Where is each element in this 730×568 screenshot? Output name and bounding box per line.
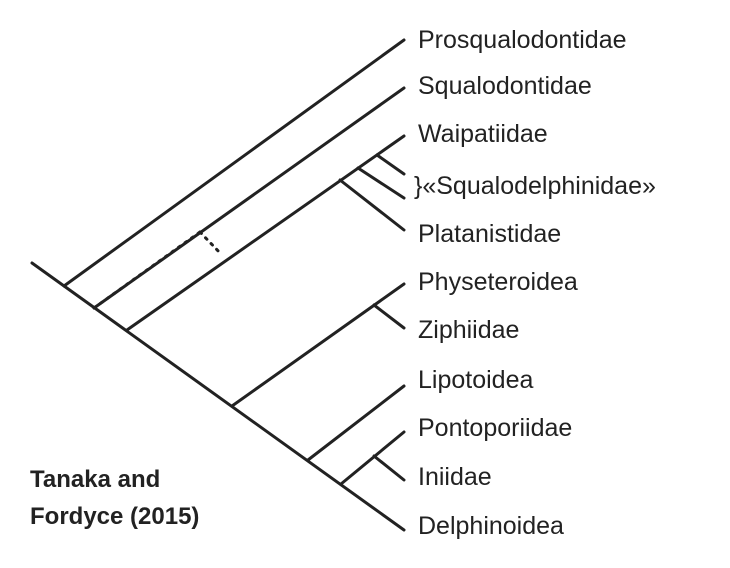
- branch-lipotoidea: [306, 384, 406, 462]
- branch-platanistidae: [338, 178, 406, 232]
- branch-physeteroidea: [230, 282, 406, 408]
- branch-platanistoid-stem: [125, 134, 406, 332]
- branch-squalodelphinid-b: [375, 153, 406, 176]
- dotted-uncertain-link: [198, 230, 224, 257]
- credit-line-1: Tanaka and: [30, 466, 160, 493]
- branch-pontoporiidae: [339, 430, 406, 486]
- branch-squalodelphinid-a: [356, 166, 406, 200]
- tree-branches: [30, 38, 406, 532]
- branch-prosqualodontidae: [62, 38, 406, 288]
- figure-credit: Tanaka and Fordyce (2015): [30, 466, 199, 530]
- taxon-label-prosqualodontidae: Prosqualodontidae: [418, 26, 627, 54]
- taxon-label-ziphiidae: Ziphiidae: [418, 316, 519, 344]
- taxon-label-squalodelphinidae: }«Squalodelphinidae»: [414, 172, 656, 200]
- credit-line-2: Fordyce (2015): [30, 503, 199, 530]
- branch-iniidae: [372, 454, 406, 482]
- taxon-label-pontoporiidae: Pontoporiidae: [418, 414, 572, 442]
- branch-ziphiidae: [372, 303, 406, 330]
- taxon-label-waipatiidae: Waipatiidae: [418, 120, 548, 148]
- taxon-label-physeteroidea: Physeteroidea: [418, 268, 578, 296]
- taxon-labels: Prosqualodontidae Squalodontidae Waipati…: [414, 26, 656, 540]
- taxon-label-platanistidae: Platanistidae: [418, 220, 561, 248]
- taxon-label-iniidae: Iniidae: [418, 463, 492, 491]
- taxon-label-lipotoidea: Lipotoidea: [418, 366, 533, 394]
- dotted-uncertain-branch: [92, 230, 202, 310]
- taxon-label-squalodontidae: Squalodontidae: [418, 72, 592, 100]
- taxon-label-delphinoidea: Delphinoidea: [418, 512, 564, 540]
